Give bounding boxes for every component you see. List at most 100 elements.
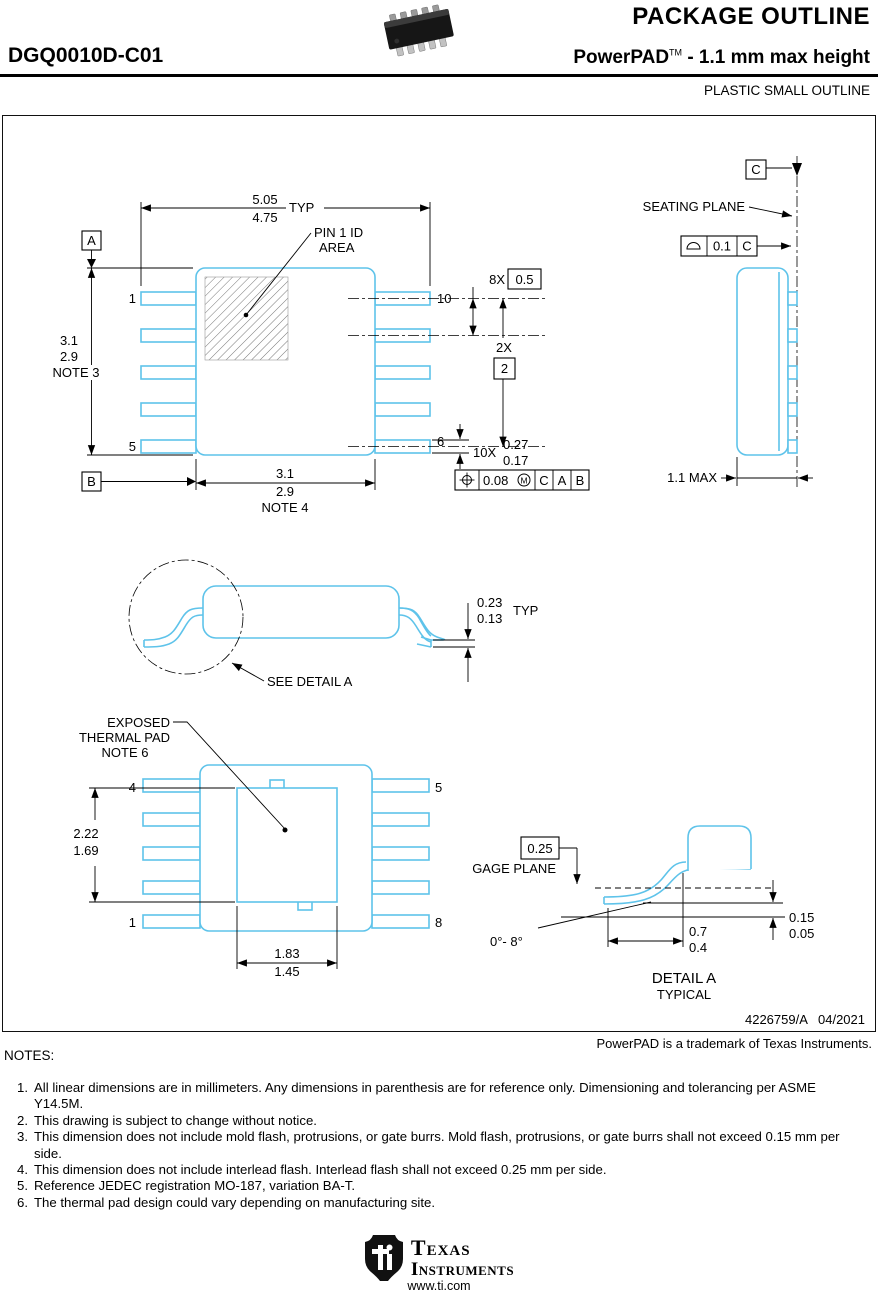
- body-width-max: 3.1: [276, 466, 294, 481]
- see-detail-a-label: SEE DETAIL A: [267, 674, 353, 689]
- subtitle-height: - 1.1 mm max height: [682, 47, 870, 68]
- seating-plane-callout: SEATING PLANE: [643, 199, 793, 218]
- lead-angle-dimension: 0°- 8°: [490, 901, 785, 949]
- lead-width-dimension: 10X 0.27 0.17: [432, 424, 528, 469]
- note-item: 6. The thermal pad design could vary dep…: [6, 1195, 851, 1211]
- trademark-note: PowerPAD is a trademark of Texas Instrum…: [596, 1036, 872, 1051]
- position-symbol-icon: [459, 472, 475, 488]
- note-text: Reference JEDEC registration MO-187, var…: [34, 1178, 356, 1194]
- note-number: 2.: [17, 1112, 28, 1128]
- pin1-id-callout: PIN 1 ID AREA: [243, 225, 363, 318]
- notes-title: NOTES:: [4, 1048, 55, 1063]
- bottom-view: EXPOSED THERMAL PAD NOTE 6 4 1 5 8 2.22 …: [73, 715, 442, 979]
- top-view-right-pins: [374, 291, 431, 454]
- lead-thickness-min: 0.13: [477, 611, 502, 626]
- bottom-view-left-pins: [142, 778, 201, 929]
- flatness-tolerance-frame: 0.1 C: [680, 235, 791, 257]
- bottom-pin-label-1: 1: [129, 915, 136, 930]
- body-length-min: 2.9: [60, 349, 78, 364]
- overall-width-max: 5.05: [252, 192, 277, 207]
- standoff-dimension: 0.15 0.05: [643, 880, 814, 941]
- package-type-label: PLASTIC SMALL OUTLINE: [703, 83, 870, 98]
- seating-plane-label: SEATING PLANE: [643, 199, 746, 214]
- flatness-tolerance-value: 0.1: [713, 239, 731, 254]
- bottom-pin-label-4: 4: [129, 780, 136, 795]
- detail-a-subtitle: TYPICAL: [657, 987, 711, 1002]
- note-item: 1. All linear dimensions are in millimet…: [6, 1080, 851, 1113]
- note-text: This dimension does not include mold fla…: [34, 1129, 840, 1161]
- thermal-pad: [236, 779, 338, 911]
- footer-brand: Texas Instruments: [410, 1235, 515, 1280]
- lead-thickness-qualifier: TYP: [513, 603, 538, 618]
- foot-length-max: 0.7: [689, 924, 707, 939]
- drawing-number: 4226759/A 04/2021: [745, 1012, 865, 1027]
- trademark-symbol: TM: [669, 47, 683, 58]
- note-item: 4. This dimension does not include inter…: [6, 1162, 851, 1178]
- lead-thickness-max: 0.23: [477, 595, 502, 610]
- detail-a-circle: [128, 559, 244, 675]
- body-length-dimension: 3.1 2.9 NOTE 3: [50, 267, 193, 456]
- profile-left-lead: [143, 607, 204, 648]
- max-height-value: 1.1 MAX: [667, 470, 717, 485]
- side-view-body: [736, 267, 789, 456]
- standoff-max: 0.15: [789, 910, 814, 925]
- body-width-note: NOTE 4: [262, 500, 309, 515]
- side-view: C SEATING PLANE 0.1 C: [643, 156, 813, 490]
- ti-logo-icon: [364, 1235, 403, 1281]
- pin-centerlines: [348, 298, 548, 447]
- pin-label-10: 10: [437, 291, 451, 306]
- pad-length-max: 2.22: [73, 826, 98, 841]
- lead-profile-view: 0.23 0.13 TYP SEE DETAIL A: [128, 559, 538, 689]
- page-title: PACKAGE OUTLINE: [632, 3, 870, 30]
- datum-b: B: [81, 471, 196, 492]
- pin1-id-label-line2: AREA: [319, 240, 355, 255]
- fcf-datum-b: B: [576, 473, 585, 488]
- note-text: This drawing is subject to change withou…: [34, 1112, 317, 1128]
- pin-label-5: 5: [129, 439, 136, 454]
- note-text: This dimension does not include interlea…: [34, 1162, 607, 1178]
- pitch-count: 8X: [489, 272, 505, 287]
- body-width-dimension: 3.1 2.9 NOTE 4: [195, 459, 376, 515]
- chip-photo-graphic: [383, 4, 454, 57]
- detail-body: [687, 825, 752, 871]
- brand-line2: Instruments: [410, 1259, 515, 1280]
- top-view: 5.05 4.75 TYP PIN 1 ID AREA A: [50, 192, 590, 515]
- mmc-modifier-icon: M: [517, 473, 531, 487]
- gage-plane-label: GAGE PLANE: [472, 861, 556, 876]
- bottom-pin-label-8: 8: [435, 915, 442, 930]
- pad-label-line3: NOTE 6: [102, 745, 149, 760]
- datum-c-label: C: [751, 162, 760, 177]
- note-number: 5.: [17, 1178, 28, 1194]
- position-tolerance-value: 0.08: [483, 473, 508, 488]
- part-number: DGQ0010D-C01: [8, 44, 164, 67]
- span-dimension: 2X 2: [493, 298, 516, 447]
- header-rule: [0, 74, 878, 77]
- standoff-min: 0.05: [789, 926, 814, 941]
- flatness-symbol-icon: [686, 242, 701, 250]
- notes-list: 1. All linear dimensions are in millimet…: [6, 1080, 851, 1211]
- span-value: 2: [501, 361, 508, 376]
- pad-label-line2: THERMAL PAD: [79, 730, 170, 745]
- lead-angle-value: 0°- 8°: [490, 934, 523, 949]
- fcf-datum-a: A: [558, 473, 567, 488]
- datum-a: A: [81, 230, 102, 268]
- pad-label-line1: EXPOSED: [107, 715, 170, 730]
- fcf-datum-c: C: [539, 473, 548, 488]
- brand-line1: Texas: [410, 1235, 471, 1260]
- overall-width-qualifier: TYP: [289, 200, 314, 215]
- profile-right-lead: [398, 607, 446, 648]
- profile-body: [202, 585, 400, 639]
- note-number: 6.: [17, 1194, 28, 1210]
- detail-a-title: DETAIL A: [652, 970, 716, 987]
- body-length-max: 3.1: [60, 333, 78, 348]
- pad-length-min: 1.69: [73, 843, 98, 858]
- lead-width-max: 0.27: [503, 437, 528, 452]
- lead-thickness-dimension: 0.23 0.13 TYP: [433, 595, 538, 682]
- bottom-view-right-pins: [371, 778, 430, 929]
- pitch-value: 0.5: [515, 272, 533, 287]
- note-number: 3.: [17, 1129, 28, 1145]
- overall-width-dimension: 5.05 4.75 TYP: [140, 192, 431, 286]
- body-width-min: 2.9: [276, 484, 294, 499]
- top-view-left-pins: [140, 291, 197, 454]
- package-subtitle: PowerPADTM - 1.1 mm max height: [573, 47, 870, 69]
